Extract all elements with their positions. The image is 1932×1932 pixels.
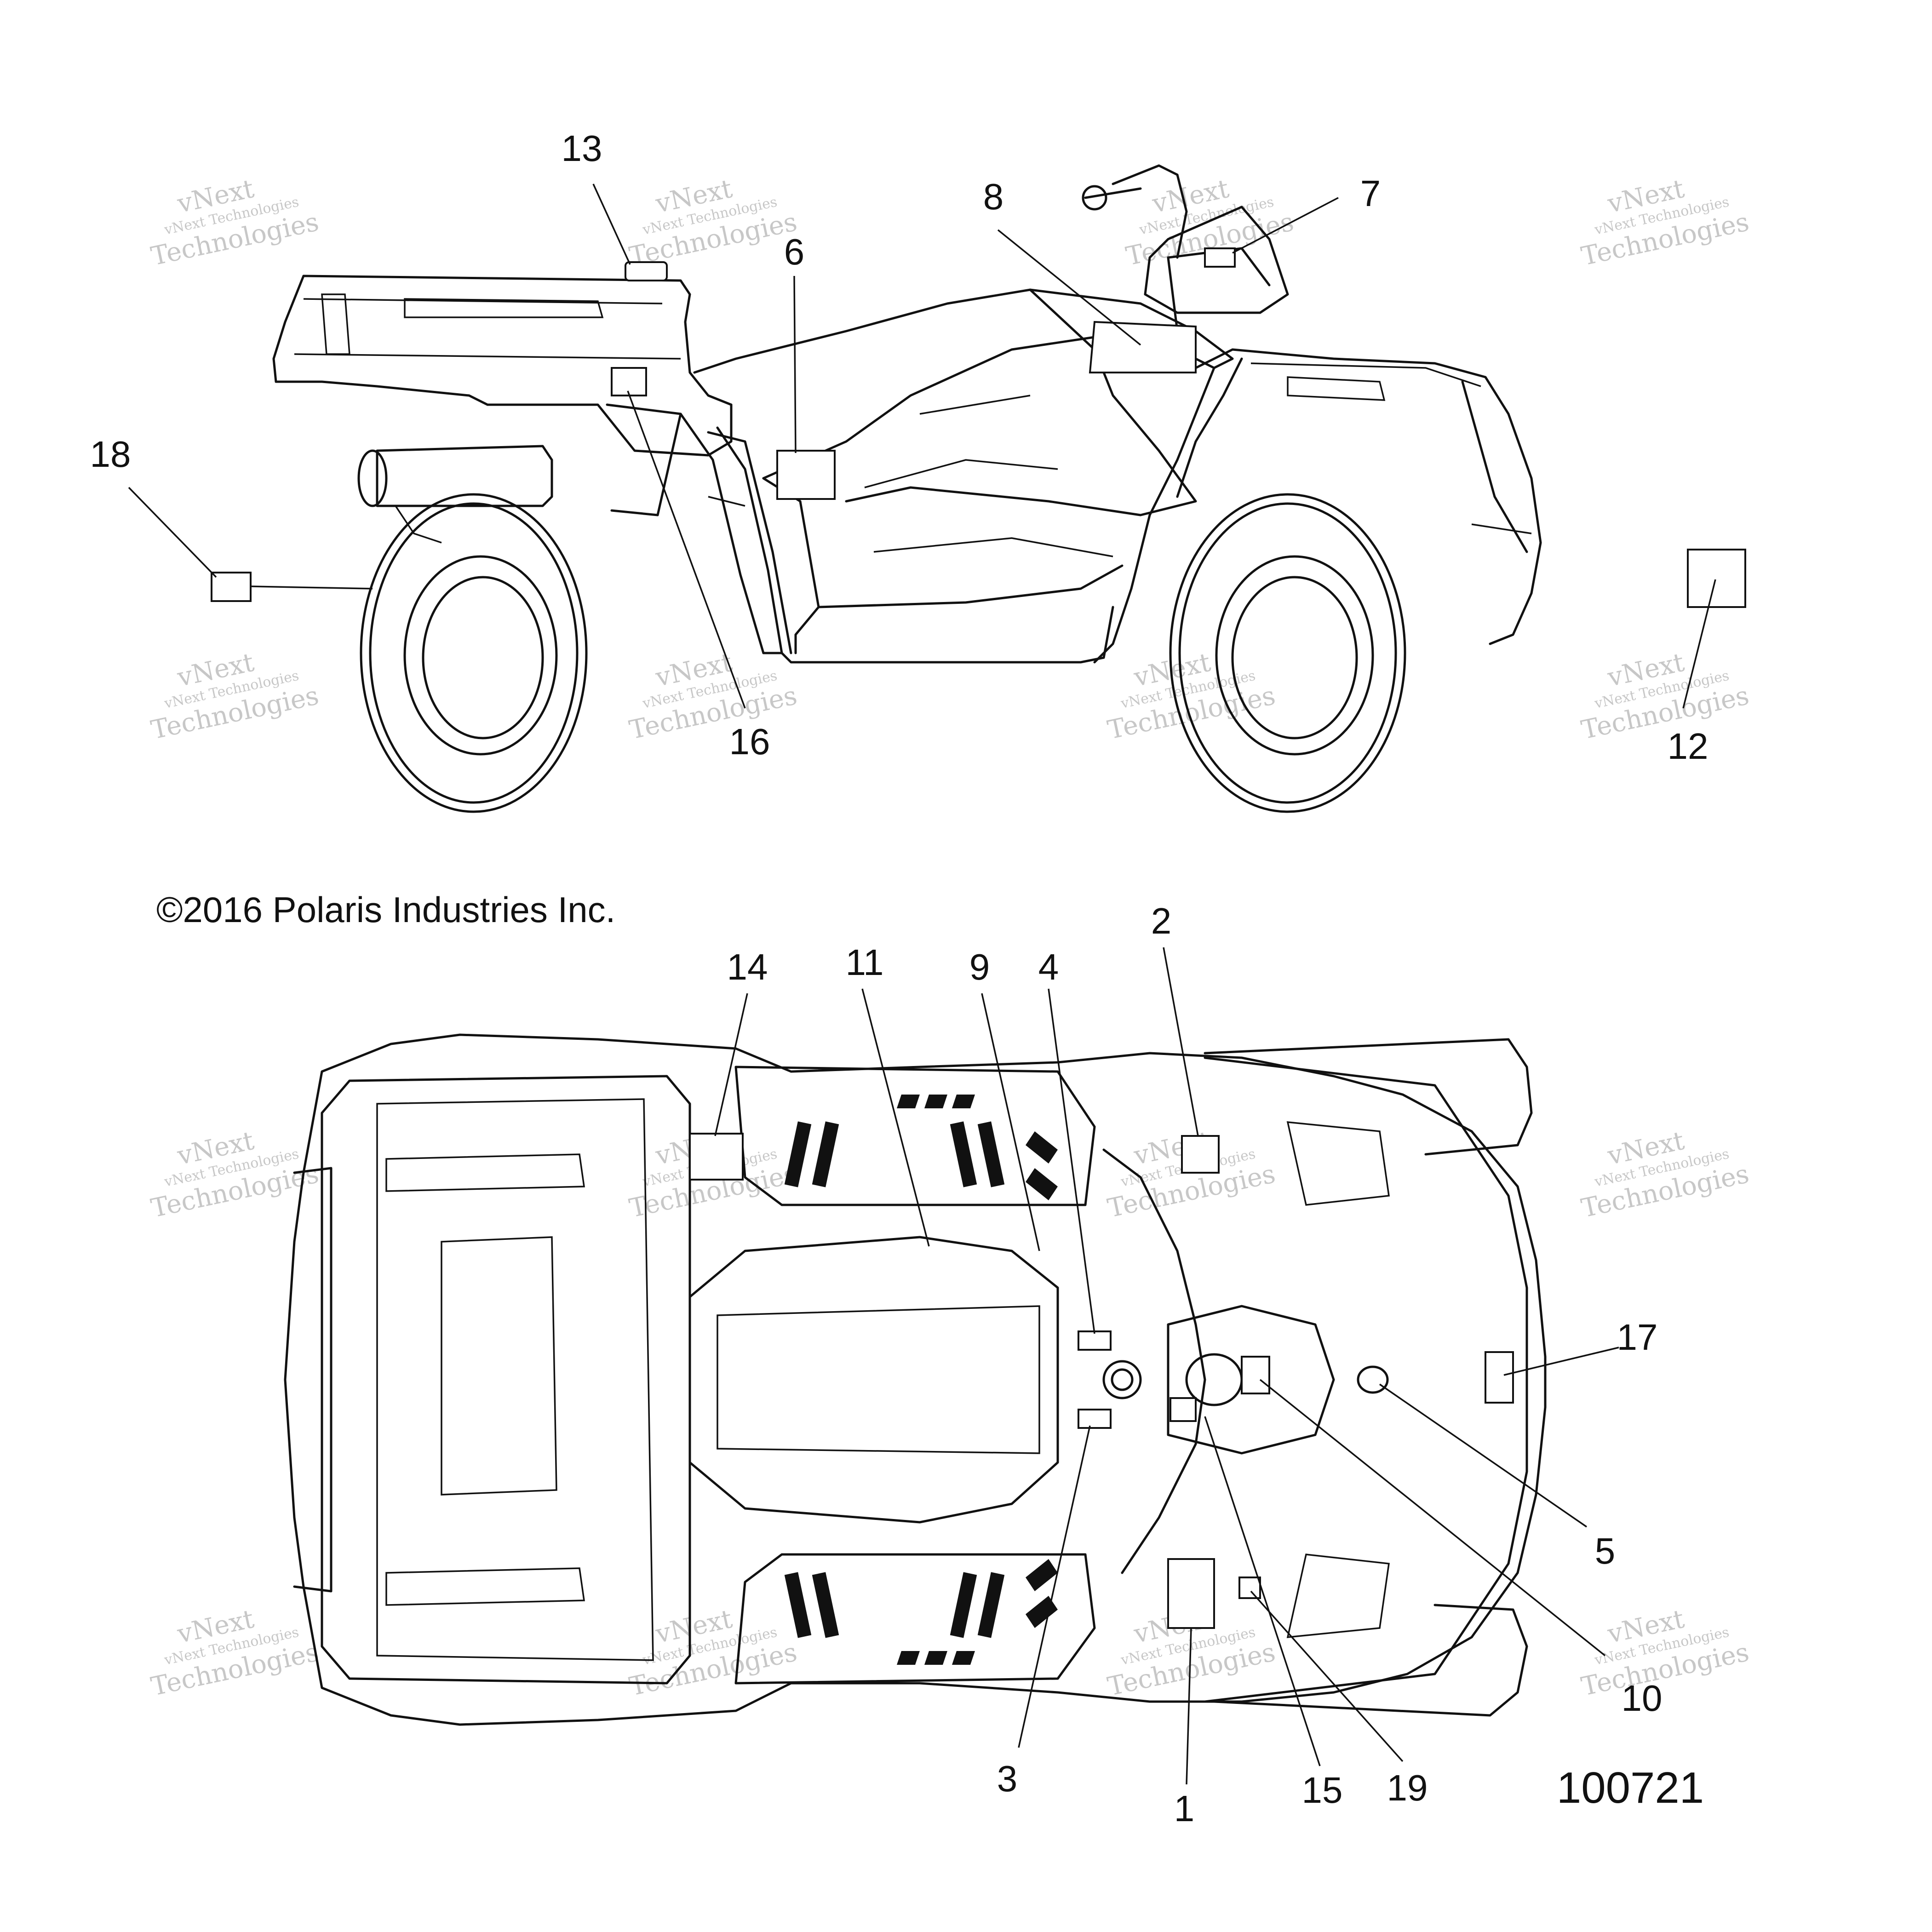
callout-16: 16 [729,721,770,762]
rear-fender [606,403,783,654]
watermark: vNext vNext Technologies Technologies [149,1126,321,1224]
front-fender [1093,348,1542,664]
watermark: vNext vNext Technologies Technologies [1579,1126,1752,1224]
callout-11: 11 [845,942,883,983]
decal-2 [1181,1135,1220,1174]
leader-9 [981,993,1040,1251]
front-wheel-top [1204,1038,1533,1156]
rack-tie-down [625,261,668,281]
leader-2 [1163,947,1199,1136]
decal-15 [1238,1577,1261,1599]
decal-3 [1078,1409,1112,1429]
leader-7 [1232,197,1339,254]
headlight-pod-top [1167,1305,1335,1455]
front-wheel [1169,493,1406,813]
rack-center-panel [441,1236,557,1496]
watermark: vNext vNext Technologies Technologies [149,1604,321,1702]
leader-5 [1379,1383,1587,1528]
callout-17: 17 [1617,1317,1658,1358]
leader-4 [1048,988,1095,1334]
leader-18 [128,487,217,578]
rear-wheel [360,493,588,813]
footwell-upper [734,1066,1096,1206]
decal-17 [1485,1351,1514,1404]
leader-13 [592,183,631,265]
decal-16 [611,367,647,396]
watermark: vNext vNext Technologies Technologies [149,648,321,745]
leader-8 [997,229,1141,346]
leader-19 [1250,1590,1404,1762]
rack-bar-top [385,1153,585,1192]
watermarks: vNext vNext Technologies Technologies vN… [149,174,1752,1702]
watermark: vNext vNext Technologies Technologies [1579,648,1752,745]
decal-8 [1089,321,1197,373]
watermark: vNext vNext Technologies Technologies [627,174,800,272]
callout-13: 13 [562,128,602,169]
front-rack-top [1204,1056,1528,1703]
decal-12 [1687,549,1746,608]
footwell-lower [734,1553,1096,1685]
callout-2: 2 [1151,900,1172,941]
leader-1 [1186,1628,1192,1785]
callout-14: 14 [727,946,768,987]
watermark: vNext vNext Technologies Technologies [1105,648,1278,745]
watermark: vNext vNext Technologies Technologies [149,174,321,272]
gauge [1102,1360,1142,1399]
muffler [357,445,553,544]
decal-18 [211,572,252,602]
decal-4 [1078,1330,1112,1351]
callout-4: 4 [1038,946,1059,987]
callout-6: 6 [784,231,805,272]
footwell-stripes-lower [784,1559,1058,1665]
decal-14 [689,1133,744,1181]
figure-number: 100721 [1557,1763,1704,1812]
callout-15: 15 [1302,1770,1343,1811]
watermark: vNext vNext Technologies Technologies [627,1604,800,1702]
rack-bar-bottom [385,1567,585,1606]
callout-3: 3 [997,1758,1018,1799]
callout-5: 5 [1595,1531,1616,1571]
callout-7: 7 [1360,173,1381,214]
leader-12 [1682,579,1716,709]
callout-9: 9 [969,946,990,987]
leader-17 [1503,1347,1619,1376]
front-wheel-bottom [1213,1604,1528,1717]
leader-15 [1204,1416,1321,1766]
atv-side-view: 13 8 7 6 18 16 12 [90,128,1746,813]
front-cap [1357,1365,1389,1394]
decal-6 [776,450,836,500]
leader-14 [714,993,748,1136]
callout-12: 12 [1668,726,1708,767]
footwell-stripes-upper [784,1095,1058,1200]
leader-6 [793,275,797,453]
callout-8: 8 [983,176,1004,217]
decal-10 [1241,1356,1270,1394]
seat-and-body [693,288,1234,664]
callout-1: 1 [1174,1788,1195,1829]
callout-19: 19 [1387,1767,1428,1808]
atv-top-view: 2 14 11 9 4 17 5 10 3 1 15 19 [284,900,1663,1829]
seat-top [688,1236,1059,1524]
decal-1 [1167,1558,1215,1629]
leader-18b [250,585,373,590]
watermark: vNext vNext Technologies Technologies [1579,1604,1752,1702]
leader-3 [1018,1425,1091,1748]
leader-10 [1259,1379,1606,1657]
leader-16 [627,390,746,709]
leader-11 [861,988,930,1247]
watermark: vNext vNext Technologies Technologies [1579,174,1752,272]
decal-7 [1204,247,1236,268]
callout-10: 10 [1622,1678,1663,1719]
decal-19 [1170,1397,1197,1422]
copyright-text: ©2016 Polaris Industries Inc. [156,889,615,930]
callout-18: 18 [90,434,131,475]
handlebar-top [1102,1148,1206,1574]
rear-rack [272,261,733,457]
